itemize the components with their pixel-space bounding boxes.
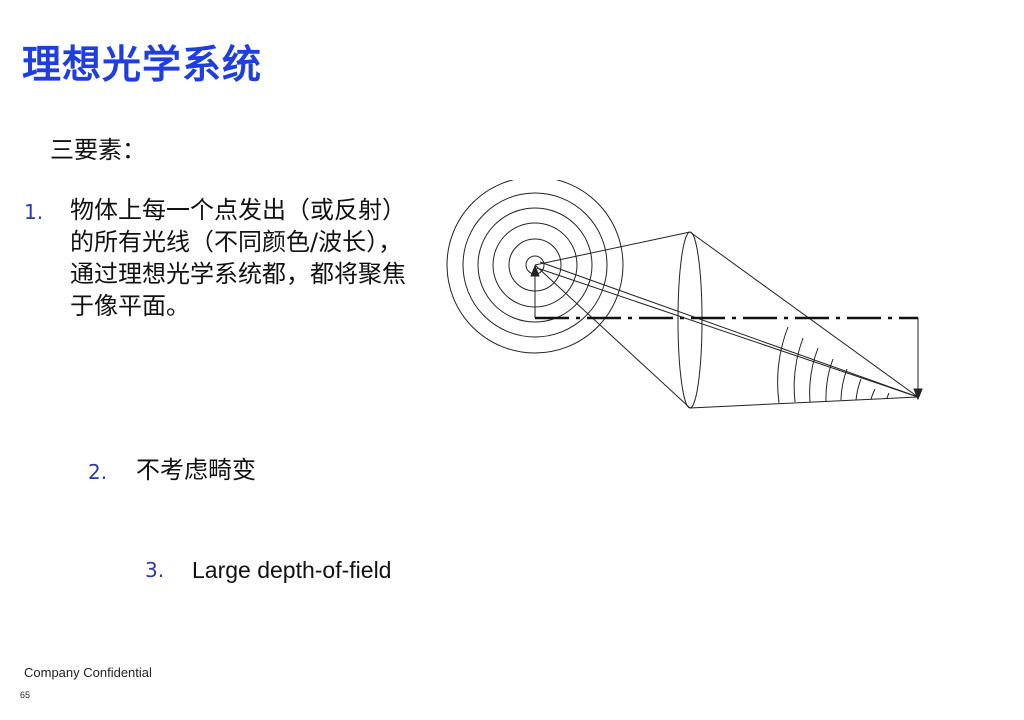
converging-wavefront-arc — [777, 326, 789, 404]
image-arrowhead — [913, 388, 923, 401]
subtitle: 三要素： — [50, 136, 146, 164]
ray-line — [534, 231, 691, 266]
list-item-2-text: 不考虑畸变 — [136, 456, 256, 484]
page-number: 65 — [20, 690, 31, 700]
ray-line — [539, 261, 919, 398]
converging-wavefront-arc — [809, 347, 819, 403]
converging-wavefront-arc — [870, 388, 876, 400]
list-number-3: 3. — [145, 558, 165, 582]
converging-wavefront-arc — [886, 392, 890, 399]
ray-line — [534, 264, 691, 409]
ray-line — [536, 267, 919, 398]
list-item-3-text: Large depth-of-field — [192, 557, 392, 583]
converging-wavefront-arc — [825, 358, 834, 402]
footer-confidential: Company Confidential — [24, 665, 152, 680]
wavefront-circle-3 — [477, 207, 593, 323]
list-number-1: 1. — [24, 200, 44, 224]
ray-line — [689, 396, 919, 409]
wavefront-circle-1 — [446, 180, 624, 354]
list-number-2: 2. — [88, 460, 108, 484]
slide-title: 理想光学系统 — [22, 43, 263, 88]
ideal-optical-system-diagram — [446, 180, 923, 409]
converging-wavefront-arc — [840, 368, 848, 401]
object-arrowhead — [530, 264, 540, 277]
list-item-1-text: 物体上每一个点发出（或反射）的所有光线（不同颜色/波长），通过理想光学系统都，都… — [70, 196, 406, 320]
ray-line — [689, 231, 919, 398]
wavefront-circle-2 — [462, 192, 608, 338]
converging-wavefront-arc — [793, 337, 804, 403]
converging-wavefront-arc — [855, 378, 862, 401]
